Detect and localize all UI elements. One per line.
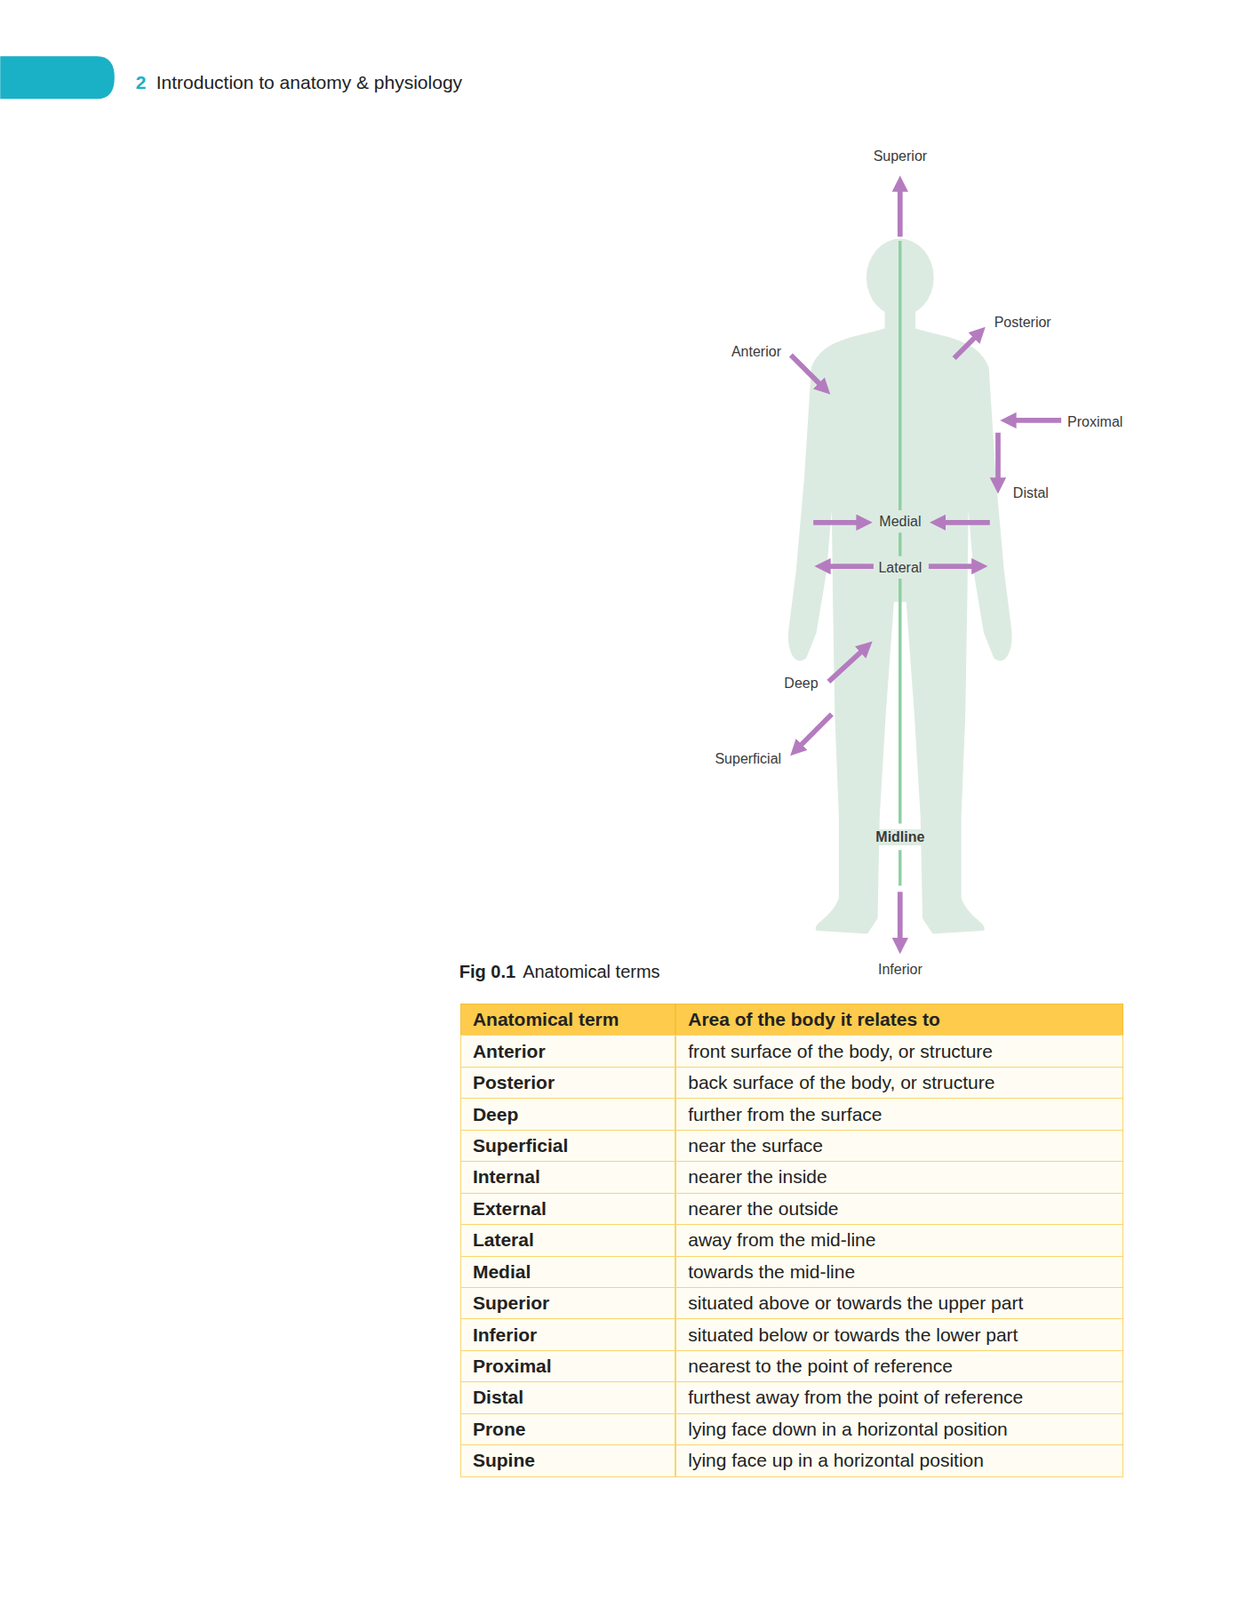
term-cell: Internal — [460, 1160, 676, 1193]
direction-label: Lateral — [876, 559, 924, 576]
definition-cell: nearest to the point of reference — [675, 1349, 1124, 1382]
chapter-title: Introduction to anatomy & physiology — [156, 71, 463, 94]
term-cell: Lateral — [460, 1223, 676, 1256]
term-cell: Supine — [460, 1444, 676, 1477]
term-cell: Inferior — [460, 1317, 676, 1350]
direction-label: Anterior — [731, 343, 782, 360]
direction-arrows — [790, 183, 1062, 947]
header-tab — [0, 55, 115, 99]
term-cell: Superior — [460, 1286, 676, 1319]
direction-label: Distal — [1013, 485, 1049, 502]
direction-label: Posterior — [994, 314, 1052, 331]
term-cell: External — [460, 1192, 676, 1225]
term-cell: Proximal — [460, 1349, 676, 1382]
definition-cell: back surface of the body, or structure — [675, 1066, 1124, 1099]
direction-label: Superior — [873, 148, 927, 165]
direction-label: Superficial — [714, 750, 782, 767]
body-silhouette — [788, 239, 1013, 935]
definition-cell: further from the surface — [675, 1097, 1124, 1130]
definition-cell: situated above or towards the upper part — [675, 1286, 1124, 1319]
page-number: 2 — [135, 71, 147, 94]
definition-cell: front surface of the body, or structure — [675, 1034, 1124, 1067]
definition-cell: near the surface — [675, 1129, 1124, 1162]
direction-label: Inferior — [878, 961, 923, 978]
definition-cell: nearer the inside — [675, 1160, 1124, 1193]
term-cell: Superficial — [460, 1129, 676, 1162]
definition-cell: towards the mid-line — [675, 1255, 1124, 1288]
definition-cell: lying face up in a horizontal position — [675, 1444, 1124, 1477]
definition-cell: lying face down in a horizontal position — [675, 1413, 1124, 1446]
table-header-cell: Anatomical term — [460, 1003, 676, 1037]
midline-label: Midline — [873, 829, 927, 846]
term-cell: Posterior — [460, 1066, 676, 1099]
term-cell: Medial — [460, 1255, 676, 1288]
direction-label: Deep — [783, 675, 818, 692]
term-cell: Prone — [460, 1413, 676, 1446]
table-header-cell: Area of the body it relates to — [675, 1003, 1124, 1037]
figure-number: Fig 0.1 — [459, 961, 516, 983]
figure-caption: Anatomical terms — [522, 961, 661, 983]
definition-cell: away from the mid-line — [675, 1223, 1124, 1256]
direction-label: Proximal — [1067, 414, 1123, 431]
term-cell: Distal — [460, 1381, 676, 1414]
definition-cell: situated below or towards the lower part — [675, 1317, 1124, 1350]
term-cell: Deep — [460, 1097, 676, 1130]
direction-label: Medial — [877, 513, 923, 530]
definition-cell: nearer the outside — [675, 1192, 1124, 1225]
term-cell: Anterior — [460, 1034, 676, 1067]
definition-cell: furthest away from the point of referenc… — [675, 1381, 1124, 1414]
